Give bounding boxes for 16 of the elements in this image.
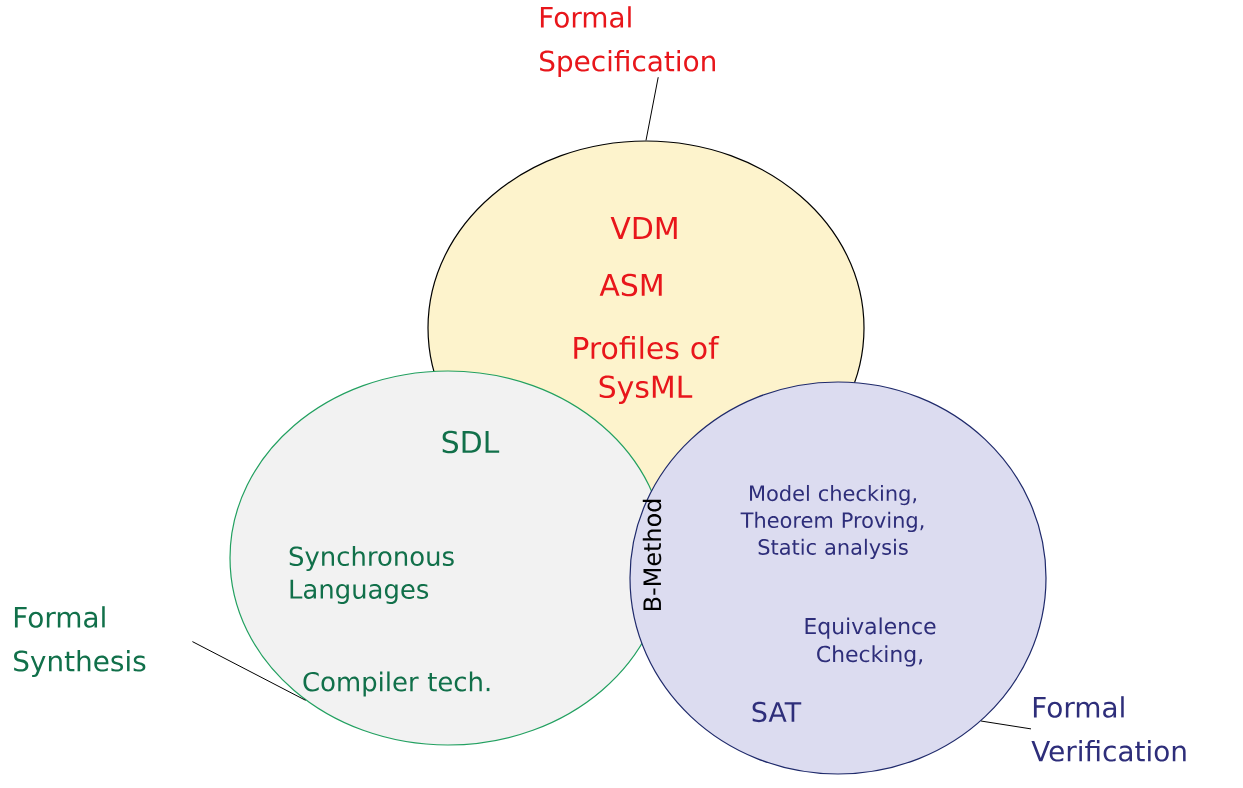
ellipse-text: Model checking, Theorem Proving, Static analysis xyxy=(740,484,924,559)
ellipse-text: Compiler tech. xyxy=(303,671,490,697)
ellipse-text: SDL xyxy=(442,430,500,454)
leader-line xyxy=(980,720,1032,730)
area-label: Formal Verification xyxy=(1031,696,1186,762)
area-label: Formal Specification xyxy=(540,6,715,77)
ellipse-text: ASM xyxy=(599,273,662,297)
rotated-label: B-Method xyxy=(642,499,662,610)
ellipse-text: Equivalence Checking, xyxy=(805,617,936,667)
ellipse-text: Profiles of SysML xyxy=(574,336,720,404)
area-label: Formal Synthesis xyxy=(14,606,146,677)
leader-line xyxy=(645,76,659,141)
leader-line xyxy=(191,641,307,701)
ellipse-text: VDM xyxy=(610,217,677,239)
ellipse-text: Synchronous Languages xyxy=(289,546,454,604)
ellipse-text: SAT xyxy=(752,701,802,723)
